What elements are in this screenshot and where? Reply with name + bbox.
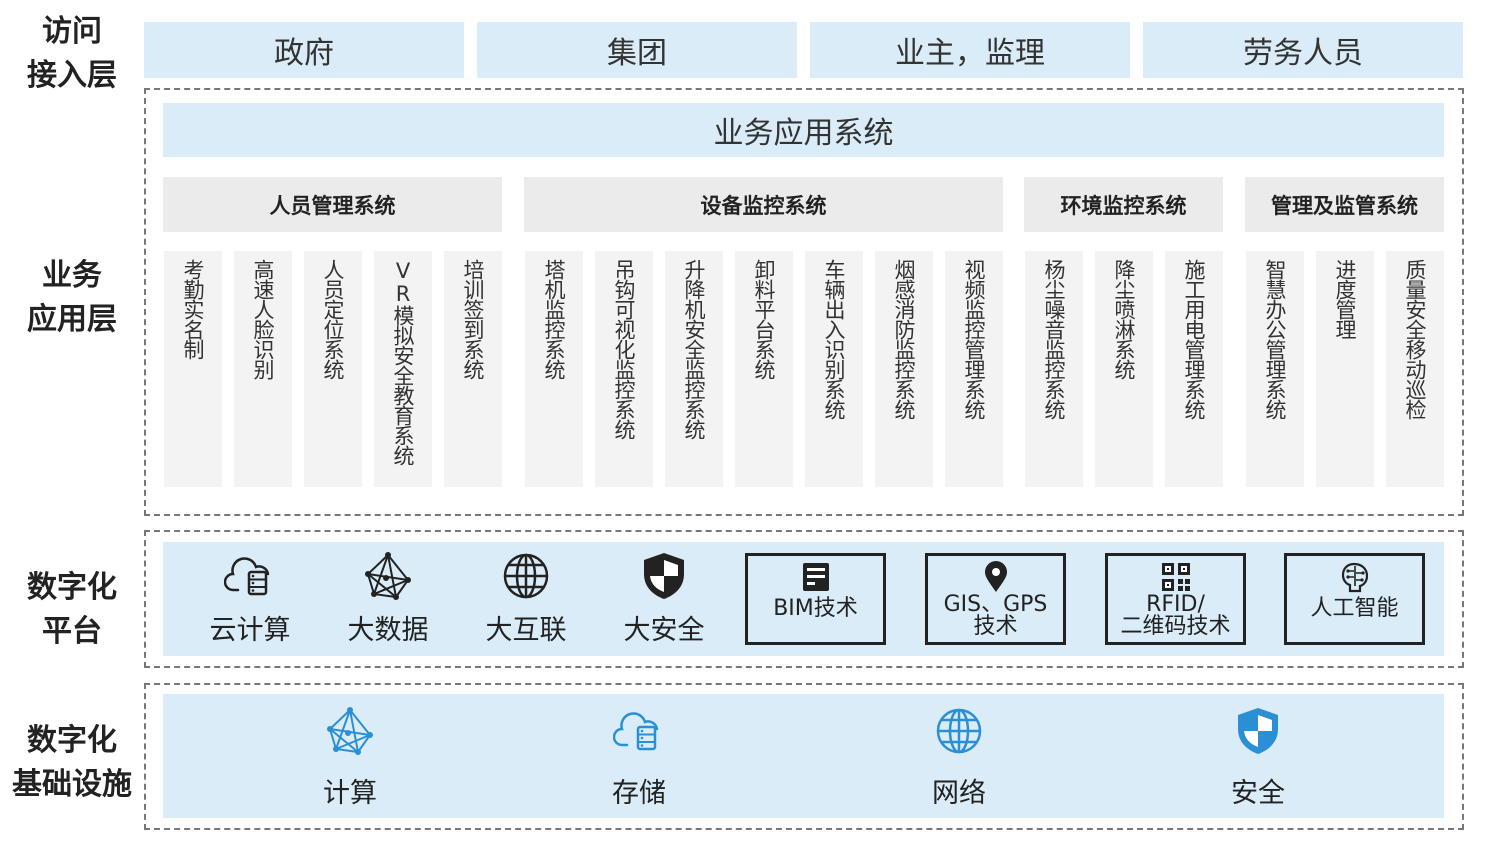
layer-label-platform: 数字化 平台 [27, 570, 117, 649]
system-column: 高速人脸识别 [234, 251, 292, 487]
system-column: VR模拟安全教育系统 [374, 251, 432, 487]
system-column: 卸料平台系统 [735, 251, 793, 487]
system-column: 塔机监控系统 [525, 251, 583, 487]
system-column: 施工用电管理系统 [1165, 251, 1223, 487]
access-item-owner-supervisor: 业主，监理 [810, 22, 1130, 78]
system-column: 进度管理 [1316, 251, 1374, 487]
system-column: 视频监控管理系统 [945, 251, 1003, 487]
infra-layer-frame [144, 683, 1464, 830]
business-banner: 业务应用系统 [163, 103, 1444, 157]
system-column: 升降机安全监控系统 [665, 251, 723, 487]
platform-item-bigdata: 大数据 [328, 548, 448, 652]
system-column: 智慧办公管理系统 [1246, 251, 1304, 487]
group-header-management: 管理及监管系统 [1245, 177, 1444, 232]
platform-layer-frame [144, 530, 1464, 668]
system-column: 人员定位系统 [304, 251, 362, 487]
shield-icon [1238, 708, 1278, 754]
group-header-personnel: 人员管理系统 [163, 177, 502, 232]
business-layer-frame [144, 88, 1464, 516]
system-column: 吊钩可视化监控系统 [595, 251, 653, 487]
network-graph-icon [327, 707, 373, 755]
globe-icon [936, 708, 982, 754]
system-column: 杨尘噪音监控系统 [1025, 251, 1083, 487]
cloud-server-icon [613, 712, 659, 751]
infra-panel [163, 694, 1444, 818]
infra-item-storage: 存储 [569, 705, 709, 810]
group-header-equipment: 设备监控系统 [524, 177, 1003, 232]
layer-label-access: 访问 接入层 [27, 14, 117, 93]
brain-icon [1341, 562, 1368, 593]
cloud-server-icon [224, 557, 270, 596]
platform-item-security: 大安全 [604, 548, 724, 652]
system-column: 车辆出入识别系统 [805, 251, 863, 487]
group-header-environment: 环境监控系统 [1024, 177, 1223, 232]
infra-item-security: 安全 [1188, 705, 1328, 810]
tech-gis-gps: GIS、GPS 技术 [925, 553, 1066, 645]
infra-item-compute: 计算 [280, 705, 420, 810]
tech-rfid-qrcode: RFID/ 二维码技术 [1105, 553, 1246, 645]
access-item-group: 集团 [477, 22, 797, 78]
shield-icon [644, 553, 684, 599]
infra-item-network: 网络 [889, 705, 1029, 810]
system-column: 降尘喷淋系统 [1095, 251, 1153, 487]
system-column: 烟感消防监控系统 [875, 251, 933, 487]
tech-ai: 人工智能 [1284, 553, 1425, 645]
layer-label-business: 业务 应用层 [27, 258, 117, 337]
bim-icon [802, 563, 829, 591]
network-graph-icon [365, 552, 411, 600]
system-column: 考勤实名制 [164, 251, 222, 487]
system-column: 质量安全移动巡检 [1386, 251, 1444, 487]
access-item-government: 政府 [144, 22, 464, 78]
tech-bim: BIM技术 [745, 553, 886, 645]
system-column: 培训签到系统 [444, 251, 502, 487]
platform-item-interconnect: 大互联 [466, 548, 586, 652]
qr-code-icon [1161, 563, 1190, 591]
globe-icon [503, 553, 549, 599]
access-item-labor: 劳务人员 [1143, 22, 1463, 78]
location-pin-icon [984, 561, 1007, 592]
layer-label-infra: 数字化 基础设施 [12, 723, 132, 802]
platform-item-cloud: 云计算 [190, 548, 310, 652]
